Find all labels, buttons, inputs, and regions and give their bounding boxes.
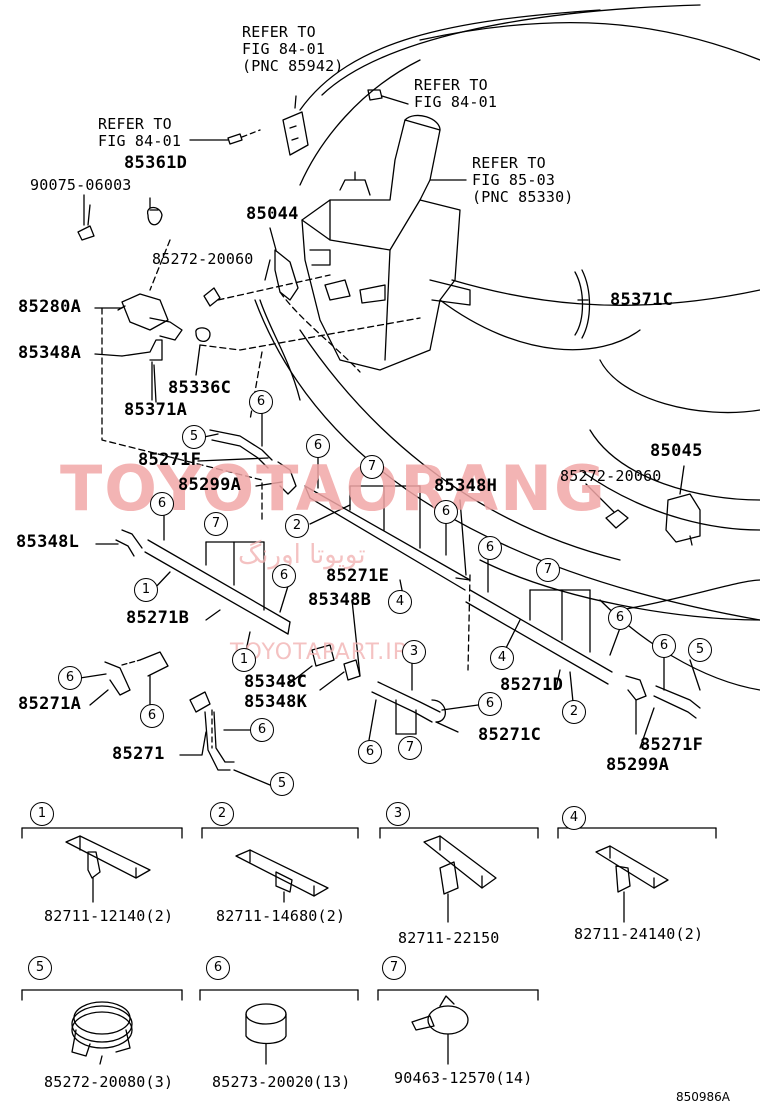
- legend-part-4[interactable]: 82711-24140(2): [574, 925, 704, 943]
- watermark-url: TOYOTAPART.IR: [230, 640, 410, 665]
- callout-6: 6: [140, 704, 164, 728]
- part-label-85044[interactable]: 85044: [246, 204, 299, 224]
- legend-num-7: 7: [382, 956, 406, 980]
- legend-num-3: 3: [386, 802, 410, 826]
- part-label-85371A[interactable]: 85371A: [124, 400, 188, 420]
- figure-code: 850986A: [676, 1090, 731, 1104]
- callout-6: 6: [478, 692, 502, 716]
- callout-7: 7: [204, 512, 228, 536]
- part-label-85271D[interactable]: 85271D: [500, 675, 564, 695]
- legend-part-7[interactable]: 90463-12570(14): [394, 1069, 533, 1087]
- legend-num-4: 4: [562, 806, 586, 830]
- part-label-85299A-right[interactable]: 85299A: [606, 755, 670, 775]
- part-label-85272-20060-upper[interactable]: 85272-20060: [152, 250, 254, 268]
- callout-6: 6: [150, 492, 174, 516]
- part-label-85272-20060-right[interactable]: 85272-20060: [560, 467, 662, 485]
- part-label-85348A[interactable]: 85348A: [18, 343, 82, 363]
- refer-note-84-01-left: REFER TO FIG 84-01: [98, 115, 182, 150]
- legend-part-6[interactable]: 85273-20020(13): [212, 1073, 351, 1091]
- callout-6: 6: [434, 500, 458, 524]
- legend-num-6: 6: [206, 956, 230, 980]
- part-label-90075-06003[interactable]: 90075-06003: [30, 176, 132, 194]
- part-label-85271A[interactable]: 85271A: [18, 694, 82, 714]
- callout-7: 7: [360, 455, 384, 479]
- callout-6: 6: [249, 390, 273, 414]
- part-label-85348B[interactable]: 85348B: [308, 590, 372, 610]
- callout-5: 5: [270, 772, 294, 796]
- legend-num-2: 2: [210, 802, 234, 826]
- legend-num-1: 1: [30, 802, 54, 826]
- refer-note-85330: REFER TO FIG 85-03 (PNC 85330): [472, 154, 574, 206]
- part-label-85271F-right[interactable]: 85271F: [640, 735, 704, 755]
- callout-1: 1: [232, 648, 256, 672]
- watermark-brand: TOYOTAORANG: [60, 452, 607, 525]
- part-label-85336C[interactable]: 85336C: [168, 378, 232, 398]
- part-label-85299A-left[interactable]: 85299A: [178, 475, 242, 495]
- part-label-85045[interactable]: 85045: [650, 441, 703, 461]
- callout-6: 6: [608, 606, 632, 630]
- part-label-85348K[interactable]: 85348K: [244, 692, 308, 712]
- part-label-85348L[interactable]: 85348L: [16, 532, 80, 552]
- part-label-85361D[interactable]: 85361D: [124, 153, 188, 173]
- part-label-85271C[interactable]: 85271C: [478, 725, 542, 745]
- callout-6: 6: [58, 666, 82, 690]
- legend-num-5: 5: [28, 956, 52, 980]
- callout-6: 6: [250, 718, 274, 742]
- part-label-85280A[interactable]: 85280A: [18, 297, 82, 317]
- callout-7: 7: [398, 736, 422, 760]
- callout-4: 4: [490, 646, 514, 670]
- callout-2: 2: [285, 514, 309, 538]
- callout-6: 6: [358, 740, 382, 764]
- legend-part-2[interactable]: 82711-14680(2): [216, 907, 346, 925]
- legend-part-5[interactable]: 85272-20080(3): [44, 1073, 174, 1091]
- legend-part-3[interactable]: 82711-22150: [398, 929, 500, 947]
- callout-4: 4: [388, 590, 412, 614]
- callout-7: 7: [536, 558, 560, 582]
- part-label-85271E[interactable]: 85271E: [326, 566, 390, 586]
- callout-6: 6: [652, 634, 676, 658]
- part-label-85271B[interactable]: 85271B: [126, 608, 190, 628]
- refer-note-84-01-right: REFER TO FIG 84-01: [414, 76, 498, 111]
- callout-6: 6: [272, 564, 296, 588]
- part-label-85271F-left[interactable]: 85271F: [138, 450, 202, 470]
- callout-5: 5: [688, 638, 712, 662]
- part-label-85348H[interactable]: 85348H: [434, 476, 498, 496]
- callout-5: 5: [182, 425, 206, 449]
- part-label-85348C[interactable]: 85348C: [244, 672, 308, 692]
- callout-6: 6: [478, 536, 502, 560]
- callout-2: 2: [562, 700, 586, 724]
- legend-part-1[interactable]: 82711-12140(2): [44, 907, 174, 925]
- refer-note-85942: REFER TO FIG 84-01 (PNC 85942): [242, 23, 344, 75]
- callout-3: 3: [402, 640, 426, 664]
- callout-1: 1: [134, 578, 158, 602]
- part-label-85271[interactable]: 85271: [112, 744, 165, 764]
- part-label-85371C[interactable]: 85371C: [610, 290, 674, 310]
- callout-6: 6: [306, 434, 330, 458]
